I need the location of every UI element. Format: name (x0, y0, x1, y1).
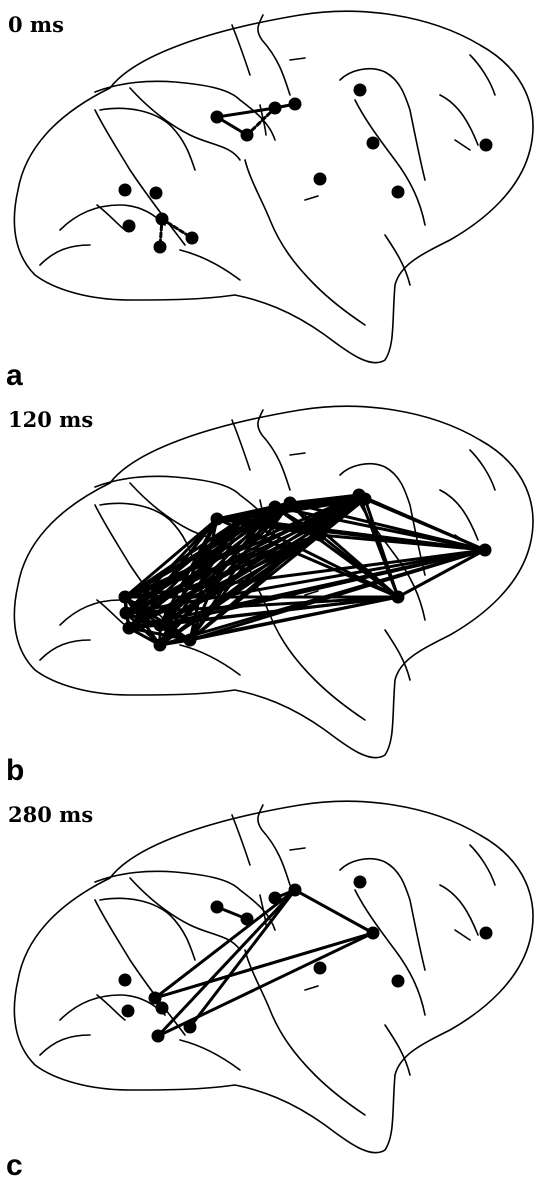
brain-outline-path (95, 900, 185, 1035)
electrode-node (184, 1021, 197, 1034)
panel-a: 0 ms a (0, 0, 537, 395)
electrode-node (354, 84, 367, 97)
electrode-node (480, 927, 493, 940)
brain-outline-path (232, 25, 250, 75)
brain-outline-path (60, 205, 165, 230)
electrode-node (479, 544, 492, 557)
electrode-node (359, 493, 372, 506)
brain-outline-path (340, 859, 425, 970)
brain-outline-path (290, 848, 305, 850)
electrode-node (119, 591, 132, 604)
brain-outline-path (315, 680, 365, 720)
electrode-node (156, 213, 169, 226)
electrode-node (289, 884, 302, 897)
electrode-node (154, 639, 167, 652)
brain-outline-path (180, 250, 240, 280)
electrode-node (480, 139, 493, 152)
electrode-node (289, 98, 302, 111)
electrode-node (314, 962, 327, 975)
electrode-node (123, 622, 136, 635)
brain-diagram-b (0, 395, 537, 790)
electrode-node (392, 591, 405, 604)
electrode-node (119, 974, 132, 987)
brain-outline-path (470, 845, 495, 885)
electrode-node (211, 111, 224, 124)
brain-outline-path (305, 986, 318, 990)
brain-outline-path (440, 885, 478, 935)
brain-outline-path (130, 878, 240, 950)
panel-letter-a: a (6, 359, 23, 393)
electrode-node (354, 876, 367, 889)
electrode-node (150, 187, 163, 200)
electrode-node (392, 975, 405, 988)
electrode-node (120, 607, 133, 620)
brain-outline-path (14, 406, 533, 757)
electrode-node (367, 137, 380, 150)
brain-outline-path (40, 1035, 90, 1055)
electrode-node (392, 186, 405, 199)
electrode-node (211, 513, 224, 526)
brain-diagram-a (0, 0, 537, 395)
brain-outline-path (14, 801, 533, 1152)
electrode-node (184, 634, 197, 647)
brain-outline-path (180, 1040, 240, 1070)
electrode-node (123, 220, 136, 233)
brain-outline-path (40, 640, 90, 660)
brain-outline-path (340, 69, 425, 180)
brain-outline-path (245, 160, 315, 285)
brain-outline-path (14, 11, 533, 362)
electrode-node (119, 184, 132, 197)
brain-outline-path (97, 205, 125, 230)
electrode-node (211, 901, 224, 914)
electrode-node (314, 529, 327, 542)
brain-outline-path (355, 890, 425, 1015)
electrode-node (314, 173, 327, 186)
brain-outline-path (180, 645, 240, 675)
brain-outline-path (258, 15, 290, 95)
panel-c: 280 ms c (0, 790, 537, 1185)
electrode-node (367, 927, 380, 940)
brain-outline-path (97, 995, 125, 1020)
electrode-node (241, 129, 254, 142)
electrode-node (269, 892, 282, 905)
electrode-node (154, 619, 167, 632)
brain-outline-path (305, 196, 318, 200)
electrode-node (269, 501, 282, 514)
panel-letter-b: b (6, 754, 24, 788)
electrode-node (235, 513, 248, 526)
brain-outline-path (290, 58, 305, 60)
brain-diagram-c (0, 790, 537, 1185)
brain-outline-path (290, 453, 305, 455)
electrode-node (152, 1030, 165, 1043)
brain-outline-path (40, 245, 90, 265)
brain-outline-path (315, 285, 365, 325)
brain-outline-path (100, 898, 195, 960)
brain-outline-path (455, 140, 470, 150)
brain-outline-path (455, 930, 470, 940)
electrode-node (156, 1002, 169, 1015)
brain-outline-path (100, 108, 195, 170)
electrode-node (241, 913, 254, 926)
brain-outline-path (232, 420, 250, 470)
electrode-node (284, 497, 297, 510)
panel-b: 120 ms b (0, 395, 537, 790)
connection-line (295, 890, 373, 933)
connection-line (155, 933, 373, 998)
brain-outline-path (315, 1075, 365, 1115)
brain-outline-path (258, 410, 290, 490)
electrode-node (186, 232, 199, 245)
brain-outline-path (258, 805, 290, 885)
brain-outline-path (232, 815, 250, 865)
brain-outline-path (130, 88, 240, 160)
brain-outline-path (440, 95, 478, 145)
brain-outline-path (470, 55, 495, 95)
brain-outline-path (355, 100, 425, 225)
electrode-node (154, 241, 167, 254)
electrode-node (269, 102, 282, 115)
brain-outline-path (470, 450, 495, 490)
electrode-node (122, 1005, 135, 1018)
panel-letter-c: c (6, 1149, 23, 1183)
